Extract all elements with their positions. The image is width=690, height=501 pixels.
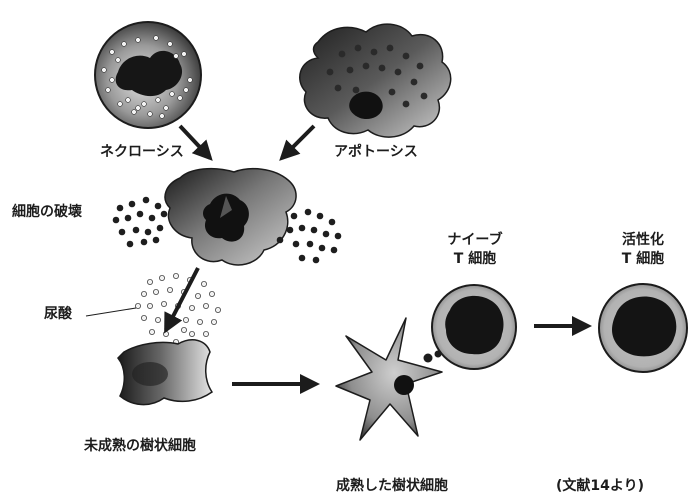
label-apoptosis: アポトーシス [334,144,418,161]
label-activated-t-line2: T 細胞 [600,251,686,268]
arrow-destruction-to-immature-dc [166,268,198,330]
arrow-necrosis-to-destruction [180,126,210,158]
label-cell-destruction: 細胞の破壊 [12,204,82,221]
activated-t-cell [599,284,687,372]
apoptosis-cell [300,24,451,137]
label-citation: (文献14より) [556,478,644,495]
label-naive-t-line1: ナイーブ [432,232,518,249]
naive-t-cell [432,285,516,369]
mature-dendritic-cell [336,318,442,440]
arrow-apoptosis-to-destruction [282,126,314,158]
label-mature-dc: 成熟した樹状細胞 [336,478,448,495]
necrosis-cell [95,22,201,128]
label-uric-acid: 尿酸 [44,306,72,323]
destroyed-cell [165,169,296,265]
contact-bubbles [424,351,442,363]
immature-dendritic-cell [118,340,212,405]
label-naive-t-line2: T 細胞 [432,251,518,268]
label-immature-dc: 未成熟の樹状細胞 [84,438,196,455]
uric-acid-leader [86,308,136,316]
debris-left [113,197,168,248]
label-activated-t-line1: 活性化 [600,232,686,249]
label-necrosis: ネクローシス [100,144,184,161]
